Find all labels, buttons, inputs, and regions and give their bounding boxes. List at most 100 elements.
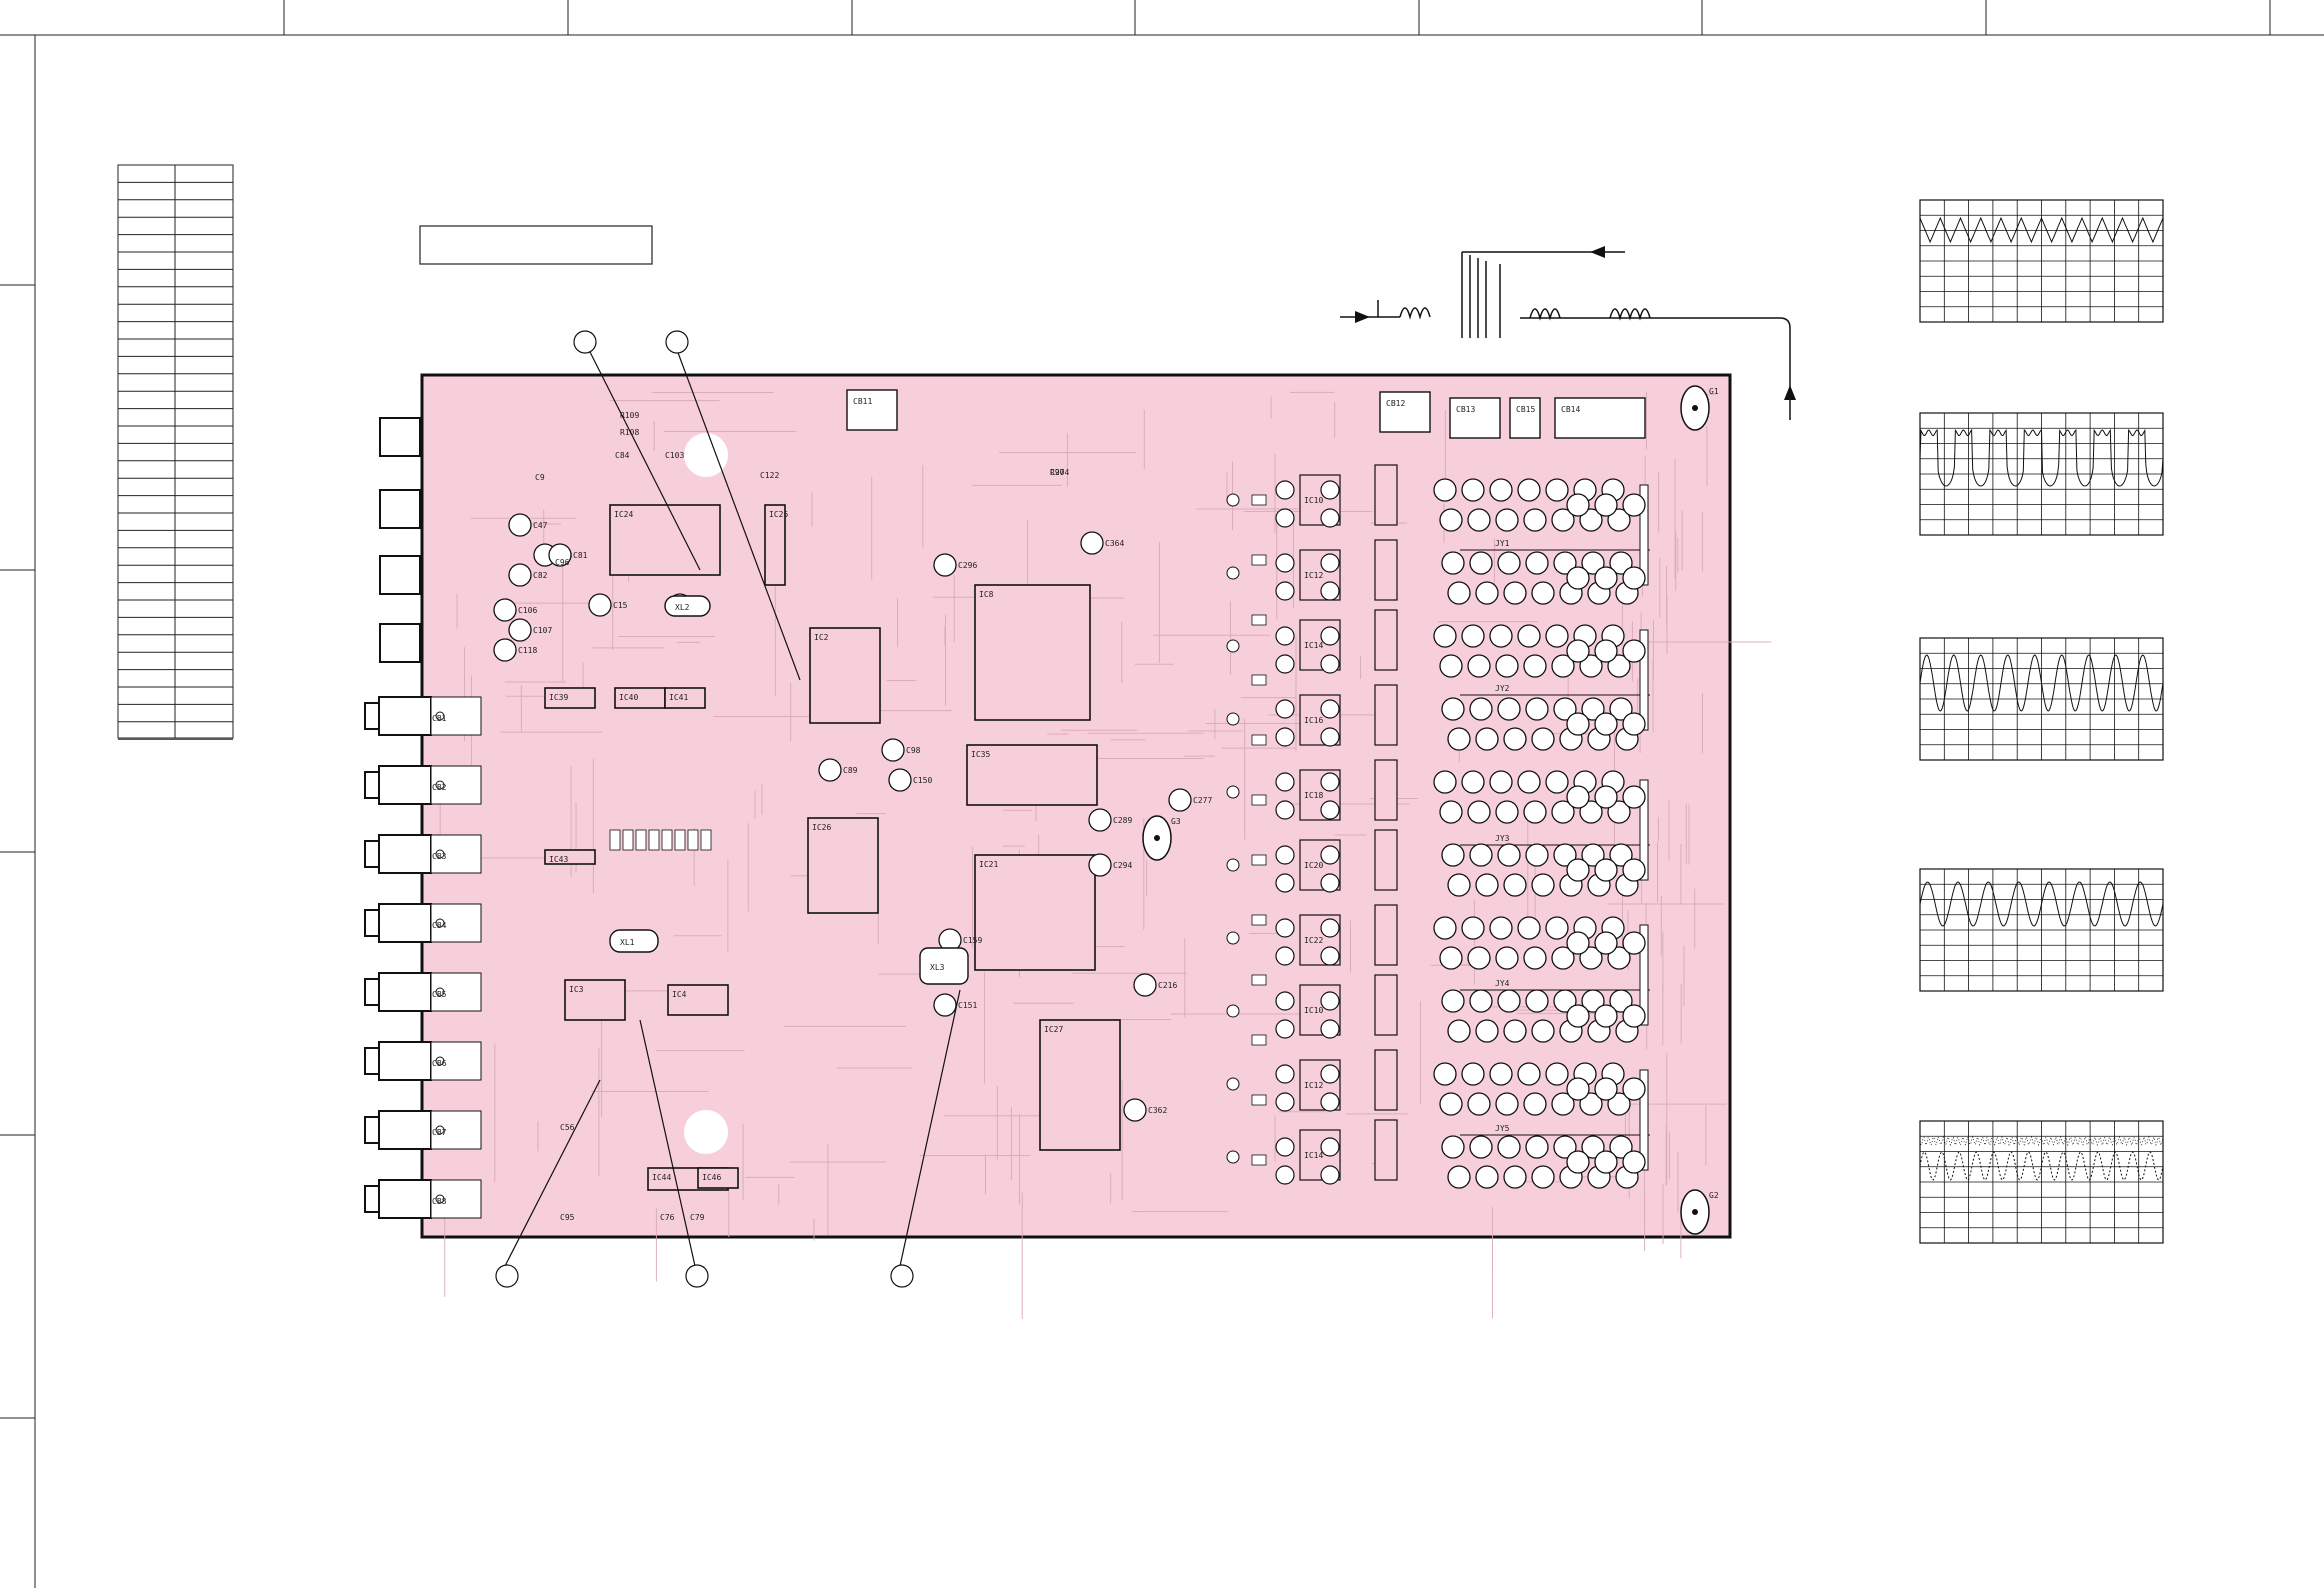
mounting-hole (684, 433, 728, 477)
ic-label: IC4 (672, 990, 687, 999)
capacitor (1461, 770, 1485, 794)
capacitor (1497, 989, 1521, 1013)
capacitor (1581, 1135, 1605, 1159)
capacitor (933, 553, 957, 577)
capacitor (1461, 1062, 1485, 1086)
ic-package (974, 584, 1091, 721)
capacitor-label: C89 (843, 766, 858, 775)
ic-package (697, 1167, 739, 1189)
capacitor (1320, 1064, 1340, 1084)
capacitor (1517, 770, 1541, 794)
waveform-trace (1919, 881, 2164, 927)
callouts (495, 330, 961, 1288)
capacitor (1503, 873, 1527, 897)
mounting-hole (684, 1110, 728, 1154)
test-point (1226, 858, 1240, 872)
capacitor (1607, 946, 1631, 970)
crystal (609, 929, 659, 953)
resistor (1251, 494, 1267, 506)
capacitor-label: C362 (1148, 1106, 1167, 1115)
capacitor (1275, 508, 1295, 528)
capacitor (1566, 639, 1590, 663)
capacitor (1551, 508, 1575, 532)
callout-circle (685, 1264, 709, 1288)
resistor (674, 829, 686, 851)
ic-package (664, 687, 706, 709)
capacitor (1475, 873, 1499, 897)
capacitor (1475, 727, 1499, 751)
capacitor (1275, 581, 1295, 601)
capacitor (1525, 697, 1549, 721)
ic-package (667, 984, 729, 1016)
board-connector (1449, 397, 1501, 439)
capacitor (1566, 1150, 1590, 1174)
capacitor (1467, 946, 1491, 970)
crystal-label: XL3 (930, 963, 945, 972)
capacitor (1469, 989, 1493, 1013)
capacitor (1553, 843, 1577, 867)
capacitor (1607, 654, 1631, 678)
capacitor (1517, 916, 1541, 940)
capacitor (1525, 551, 1549, 575)
capacitor (881, 738, 905, 762)
ic-package (1374, 609, 1398, 671)
capacitor (1531, 873, 1555, 897)
capacitor (1622, 785, 1646, 809)
capacitor (1275, 727, 1295, 747)
capacitor (1475, 581, 1499, 605)
capacitor (1622, 1077, 1646, 1101)
capacitor (1545, 478, 1569, 502)
capacitor (1495, 654, 1519, 678)
crystal (664, 595, 711, 617)
ground-label: G3 (1171, 817, 1181, 826)
capacitor (1275, 654, 1295, 674)
capacitor (1439, 654, 1463, 678)
capacitor (1497, 1135, 1521, 1159)
capacitor (1523, 508, 1547, 532)
ground-label: G1 (1709, 387, 1719, 396)
capacitor (1622, 1004, 1646, 1028)
capacitor (1441, 551, 1465, 575)
ic-package (544, 849, 596, 865)
board-connector (1379, 391, 1431, 433)
ic-package (609, 504, 721, 576)
capacitor (1517, 624, 1541, 648)
capacitor (1461, 478, 1485, 502)
capacitor (1467, 1092, 1491, 1116)
capacitor (1088, 853, 1112, 877)
ic-label: IC3 (569, 985, 584, 994)
waveform-trace (1919, 1151, 2164, 1181)
row-label: JY2 (1495, 684, 1510, 693)
capacitor (1545, 916, 1569, 940)
capacitor-label: C159 (963, 936, 982, 945)
ic-label: IC14 (1304, 641, 1323, 650)
ground-label: G2 (1709, 1191, 1719, 1200)
capacitor (1607, 800, 1631, 824)
capacitor (1531, 581, 1555, 605)
capacitor (1475, 1019, 1499, 1043)
crystal-label: XL1 (620, 938, 635, 947)
capacitor (1320, 1092, 1340, 1112)
component-label: C79 (690, 1213, 705, 1222)
capacitor (1609, 1135, 1633, 1159)
capacitor (1531, 1019, 1555, 1043)
capacitor (508, 563, 532, 587)
capacitor (1467, 800, 1491, 824)
waveform-panels (1919, 199, 2164, 1244)
test-point (1226, 712, 1240, 726)
ic-label: IC43 (549, 855, 568, 864)
capacitor (1168, 788, 1192, 812)
ic-label: IC40 (619, 693, 638, 702)
capacitor (1433, 478, 1457, 502)
resistor (1251, 674, 1267, 686)
row-label: JY5 (1495, 1124, 1510, 1133)
capacitor-label: C150 (913, 776, 932, 785)
capacitor (1461, 916, 1485, 940)
ic-label: IC18 (1304, 791, 1323, 800)
capacitor (1441, 989, 1465, 1013)
capacitor (1320, 699, 1340, 719)
capacitor (1467, 654, 1491, 678)
component-label: C76 (660, 1213, 675, 1222)
